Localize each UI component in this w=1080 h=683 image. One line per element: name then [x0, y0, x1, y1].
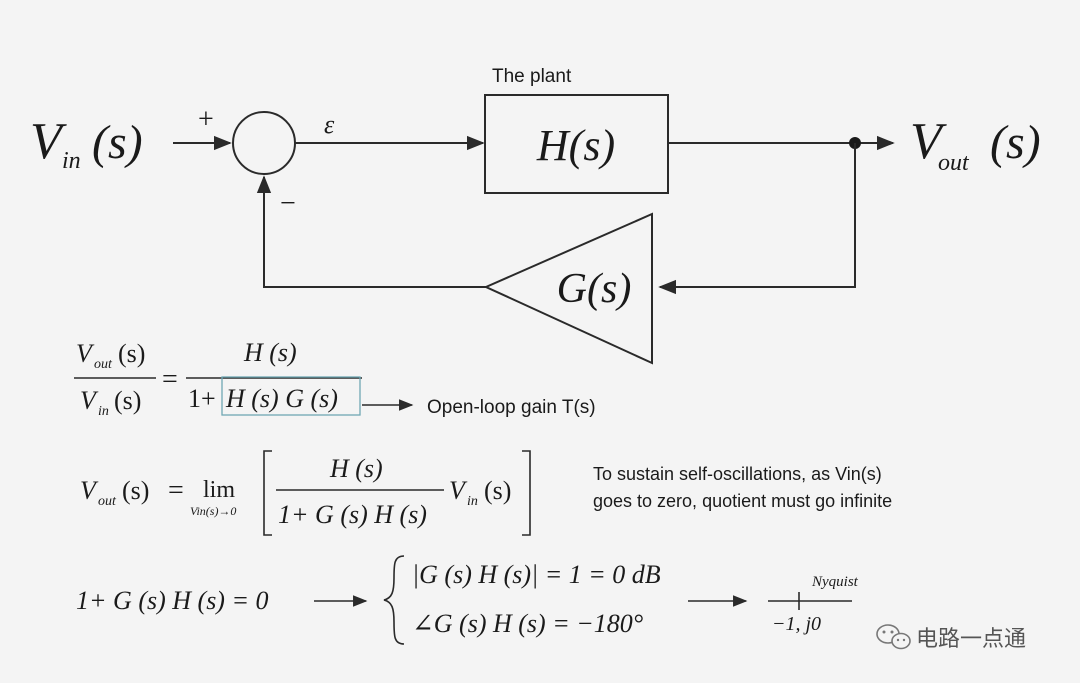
eq2-lhs-var: V [80, 476, 99, 505]
output-var: V [910, 113, 947, 170]
output-signal-label: V out (s) [910, 113, 1041, 176]
feedback-block [483, 212, 653, 365]
feedback-path-out [256, 175, 486, 288]
oscillation-note-line2: goes to zero, quotient must go infinite [593, 491, 892, 511]
barkhausen-criterion: 1+ G (s) H (s) = 0 |G (s) H (s)| = 1 = 0… [76, 555, 859, 645]
wechat-icon [876, 624, 911, 650]
output-sub: out [938, 150, 970, 176]
plus-sign: + [198, 104, 214, 135]
eq1-den-prefix: 1+ [188, 384, 216, 413]
open-loop-highlight-box [221, 376, 361, 416]
eq1-den-sub: in [98, 404, 109, 419]
watermark: 电路一点通 [876, 624, 1026, 652]
eq1-num-rhs: H (s) [243, 338, 297, 367]
error-label: ε [324, 110, 335, 139]
input-signal-label: V in (s) [30, 113, 143, 174]
open-loop-label: Open-loop gain T(s) [427, 397, 596, 418]
eq1-num-var: V [76, 339, 95, 368]
input-var: V [30, 113, 67, 170]
watermark-text: 电路一点通 [916, 627, 1026, 652]
eq1-num-arg: (s) [118, 339, 145, 368]
eq2-equals: = [168, 475, 184, 506]
eq2-frac-den: 1+ G (s) H (s) [278, 500, 427, 529]
eq1-num-sub: out [94, 357, 113, 372]
input-arg: (s) [92, 116, 143, 169]
eq2-tail-arg: (s) [484, 476, 511, 505]
transfer-function-equation: V out (s) V in (s) = H (s) 1+ H (s) G (s… [74, 338, 596, 419]
eq2-lhs-sub: out [98, 494, 117, 509]
minus-sign: − [280, 188, 296, 219]
limit-equation: V out (s) = lim Vin(s)→0 H (s) 1+ G (s) … [80, 450, 892, 536]
output-arg: (s) [990, 116, 1041, 169]
eq2-tail-var: V [449, 476, 468, 505]
eq1-den-arg: (s) [114, 386, 141, 415]
eq2-left-bracket [263, 450, 272, 536]
summing-junction [232, 111, 296, 175]
eq2-tail-sub: in [467, 494, 478, 509]
eq2-lim: lim [203, 477, 235, 503]
eq2-lhs-arg: (s) [122, 476, 149, 505]
eq2-frac-num: H (s) [329, 454, 383, 483]
eq3-cond-phase: ∠G (s) H (s) = −180° [412, 609, 643, 638]
eq2-lim-sub: Vin(s)→0 [190, 504, 236, 518]
plant-block-label: H(s) [536, 121, 615, 170]
eq3-cond-magnitude: |G (s) H (s)| = 1 = 0 dB [412, 560, 661, 589]
eq3-lhs: 1+ G (s) H (s) = 0 [76, 586, 269, 615]
input-sub: in [62, 148, 81, 174]
feedback-path-in [658, 143, 856, 295]
nyquist-label: Nyquist [811, 574, 859, 590]
eq2-right-bracket [522, 450, 531, 536]
eq1-equals: = [162, 364, 178, 395]
oscillation-note-line1: To sustain self-oscillations, as Vin(s) [593, 464, 882, 484]
plant-caption: The plant [492, 66, 572, 87]
nyquist-point: −1, j0 [772, 613, 821, 635]
feedback-block-label: G(s) [557, 266, 632, 312]
eq1-den-boxed: H (s) G (s) [225, 384, 338, 413]
eq3-brace [383, 555, 405, 645]
eq1-den-var: V [80, 386, 99, 415]
